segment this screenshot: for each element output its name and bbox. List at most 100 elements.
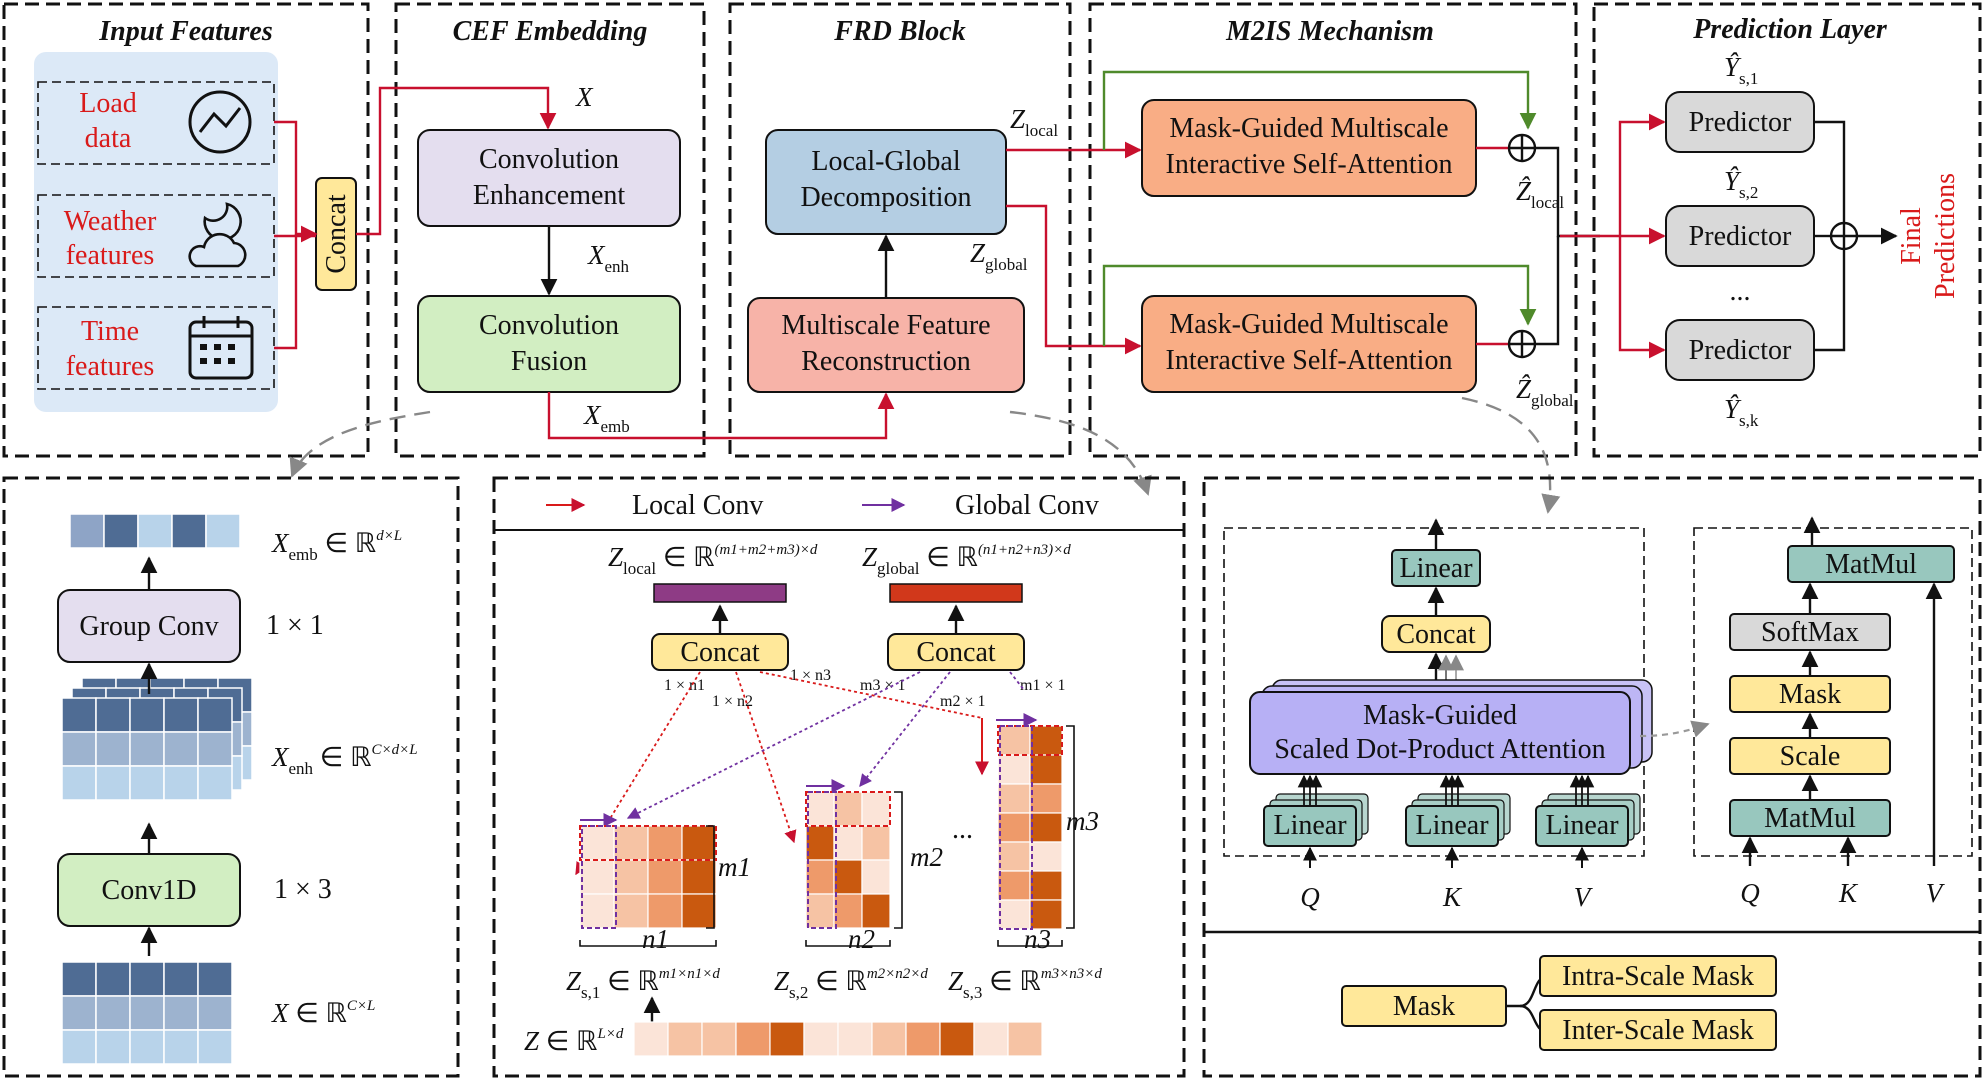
z-hat-global-label: Ẑglobal <box>1516 374 1574 410</box>
mh-v-label: V <box>1574 882 1594 912</box>
load-data-label-1: Load <box>79 88 137 119</box>
x-enh-cell <box>129 731 165 767</box>
x-enh-cell <box>163 765 199 801</box>
x-cell <box>95 995 131 1031</box>
z-local-label: Zlocal <box>1010 104 1058 140</box>
scale-label: Scale <box>1780 741 1841 772</box>
z-cell <box>939 1021 975 1057</box>
y-hat-1-label: Ŷs,1 <box>1724 52 1758 88</box>
m2is-detail-panel <box>1202 476 1982 1078</box>
y-hat-2-label: Ŷs,2 <box>1724 166 1758 202</box>
scale2-cell <box>861 859 891 895</box>
v-linear-label: Linear <box>1545 810 1619 841</box>
global-concat-label: Concat <box>916 637 996 668</box>
add-local-icon <box>1507 133 1537 163</box>
x-cell <box>61 1029 97 1065</box>
scale3-cell <box>1029 870 1063 901</box>
dimension-bracket <box>579 940 717 947</box>
mh-q-label: Q <box>1300 882 1320 912</box>
z-local-bar <box>653 583 787 603</box>
global-concat-box <box>887 633 1025 671</box>
x-enh-cell <box>129 765 165 801</box>
cef-embedding-panel <box>394 2 706 458</box>
x-cell <box>129 961 165 997</box>
inter-scale-mask-label: Inter-Scale Mask <box>1562 1015 1753 1046</box>
mask-box <box>1729 675 1891 713</box>
conv-enh-label-1: Convolution <box>479 144 619 175</box>
scale1-cell <box>681 825 717 861</box>
scale2-global-window <box>807 791 837 929</box>
predictor-1-label: Predictor <box>1689 107 1792 138</box>
mask-type-label: Mask <box>1393 991 1455 1022</box>
scale3-cell <box>1029 841 1063 872</box>
input-features-panel <box>2 2 370 458</box>
predictor-ellipsis: ... <box>1730 276 1751 307</box>
scale3-local-window <box>997 725 1063 756</box>
kernel-1n3: 1 × n3 <box>790 667 831 684</box>
calendar-icon <box>188 316 254 380</box>
m2is-title: M2IS Mechanism <box>1225 16 1434 47</box>
n1-label: n1 <box>642 924 669 954</box>
time-label-2: features <box>66 351 155 382</box>
x-cell <box>197 961 233 997</box>
z-cell <box>769 1021 805 1057</box>
attn-global-label-1: Mask-Guided Multiscale <box>1169 309 1448 340</box>
z-cell <box>1007 1021 1043 1057</box>
kernel-m3: m3 × 1 <box>860 677 905 694</box>
mfr-label-2: Reconstruction <box>801 346 971 377</box>
x-cell <box>129 995 165 1031</box>
local-concat-box <box>651 633 789 671</box>
sdpa-matmul-top-box <box>1787 545 1955 583</box>
scale3-cell <box>1029 783 1063 814</box>
x-cell <box>95 1029 131 1065</box>
frd-detail-panel <box>492 476 1186 1078</box>
x-cell <box>163 995 199 1031</box>
z-cell <box>735 1021 771 1057</box>
x-input-label: X <box>575 82 594 112</box>
mgsdpa-label-2: Scaled Dot-Product Attention <box>1274 734 1605 765</box>
m1-label: m1 <box>718 852 751 882</box>
input-features-title: Input Features <box>98 16 273 47</box>
scale2-cell <box>861 893 891 929</box>
conv-fus-label-2: Fusion <box>511 346 587 377</box>
softmax-label: SoftMax <box>1761 617 1859 648</box>
m2-label: m2 <box>910 842 943 872</box>
conv1d-label: Conv1D <box>102 875 197 906</box>
y-hat-k-label: Ŷs,k <box>1724 394 1759 430</box>
scale-matrices <box>579 725 1075 947</box>
z-global-bar <box>889 583 1023 603</box>
x-enh-cell <box>61 731 97 767</box>
matrix-ellipsis: ... <box>952 814 973 845</box>
x-enh-cell <box>197 765 233 801</box>
attn-local-label-2: Interactive Self-Attention <box>1166 149 1453 180</box>
sdpa-k-label: K <box>1838 878 1859 908</box>
z-cell <box>667 1021 703 1057</box>
sdpa-matmul-top-label: MatMul <box>1825 549 1917 580</box>
k-linear-label: Linear <box>1415 810 1489 841</box>
z-dim-label: Z ∈ ℝL×d <box>524 1026 624 1056</box>
conv-fus-label-1: Convolution <box>479 310 619 341</box>
time-label-1: Time <box>81 316 139 347</box>
scale1-cell <box>579 859 615 895</box>
scale1-cell <box>613 859 649 895</box>
mh-concat-label: Concat <box>1396 619 1476 650</box>
kernel-m1: m1 × 1 <box>1020 677 1065 694</box>
mfr-label-1: Multiscale Feature <box>781 310 990 341</box>
scale1-global-window <box>581 825 617 929</box>
scale3-cell <box>997 725 1031 756</box>
x-emb-cell <box>137 513 173 549</box>
scale3-cell <box>997 841 1031 872</box>
x-enh-cell <box>95 697 131 733</box>
mgsdpa-label-1: Mask-Guided <box>1363 700 1517 731</box>
legend-global-conv: Global Conv <box>955 490 1099 521</box>
mask-label: Mask <box>1779 679 1841 710</box>
x-cell <box>95 961 131 997</box>
kernel-1n1: 1 × n1 <box>664 677 705 694</box>
scale2-cell <box>805 791 835 827</box>
zs3-label: Zs,3 ∈ ℝm3×n3×d <box>948 966 1102 1002</box>
x-emb-label: Xemb <box>583 400 630 436</box>
scale2-cell <box>833 791 863 827</box>
x-emb-dim-label: Xemb ∈ ℝd×L <box>271 528 402 564</box>
x-enh-cell <box>163 731 199 767</box>
